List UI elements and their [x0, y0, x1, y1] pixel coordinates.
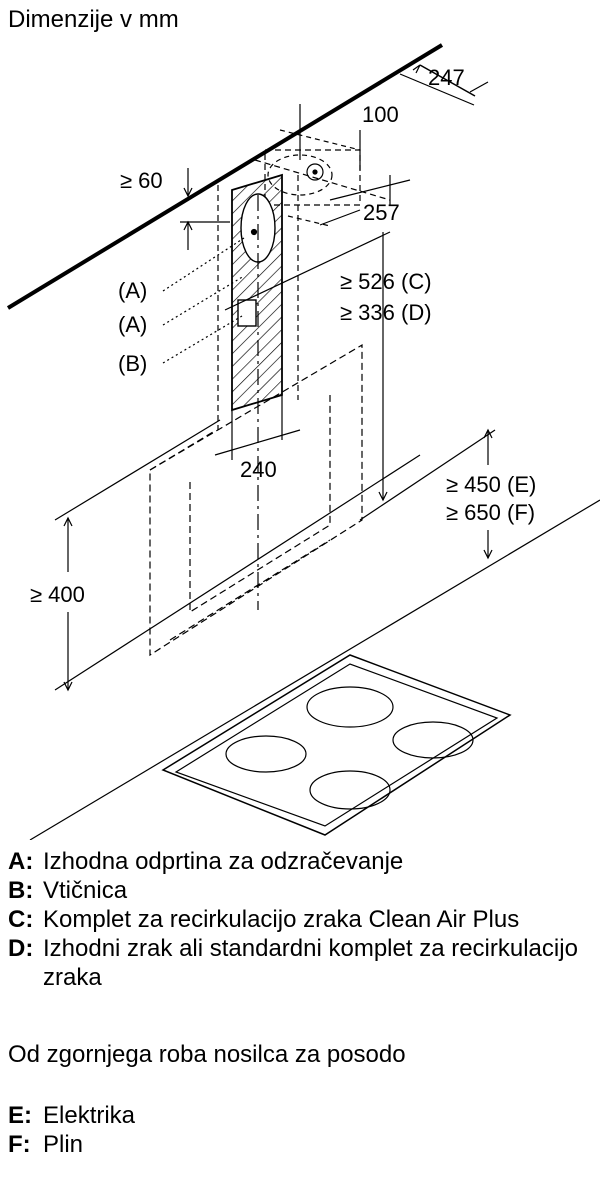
burner-left [225, 735, 307, 773]
label-a-1: (A) [118, 278, 147, 303]
legend-key: B: [8, 877, 34, 904]
legend-text: Izhodni zrak ali standardni komplet za r… [43, 935, 578, 991]
dim-60: ≥ 60 [120, 168, 163, 193]
label-b: (B) [118, 351, 147, 376]
dim-247: 247 [428, 65, 465, 90]
dim-336: ≥ 336 (D) [340, 300, 432, 325]
page-title: Dimenzije v mm [8, 6, 179, 33]
installation-diagram: 247 100 ≥ 60 257 (A) (A) (B) ≥ 526 (C) ≥… [6, 43, 600, 840]
legend-item-d: D: Izhodni zrak ali standardni komplet z… [8, 934, 600, 992]
legend-key: F: [8, 1131, 31, 1158]
note-text: Od zgornjega roba nosilca za posodo [8, 1041, 406, 1068]
legend-key: D: [8, 935, 34, 962]
dim-400: ≥ 400 [30, 582, 85, 607]
dim-240: 240 [240, 457, 277, 482]
legend-text: Plin [43, 1131, 84, 1158]
dim-257: 257 [363, 200, 400, 225]
legend-item-b: B: Vtičnica [8, 876, 600, 905]
dim-100: 100 [362, 102, 399, 127]
legend-text: Izhodna odprtina za odzračevanje [43, 848, 404, 875]
legend: A: Izhodna odprtina za odzračevanje B: V… [8, 847, 600, 992]
burner-right [392, 721, 474, 759]
legend-item-a: A: Izhodna odprtina za odzračevanje [8, 847, 600, 876]
legend-item-e: E: Elektrika [8, 1101, 135, 1130]
dim-450: ≥ 450 (E) [446, 472, 536, 497]
legend-key: C: [8, 906, 34, 933]
legend-text: Komplet za recirkulacijo zraka Clean Air… [43, 906, 520, 933]
label-a-2: (A) [118, 312, 147, 337]
burner-back [306, 686, 394, 728]
legend-text: Vtičnica [43, 877, 128, 904]
legend-item-f: F: Plin [8, 1130, 135, 1159]
ceiling-line [6, 43, 444, 310]
burner-front [309, 770, 391, 810]
dim-526: ≥ 526 (C) [340, 269, 432, 294]
legend-key: A: [8, 848, 34, 875]
legend-item-c: C: Komplet za recirkulacijo zraka Clean … [8, 905, 600, 934]
legend-supply: E: Elektrika F: Plin [8, 1101, 135, 1159]
legend-text: Elektrika [43, 1102, 136, 1129]
legend-key: E: [8, 1102, 32, 1129]
dim-650: ≥ 650 (F) [446, 500, 535, 525]
